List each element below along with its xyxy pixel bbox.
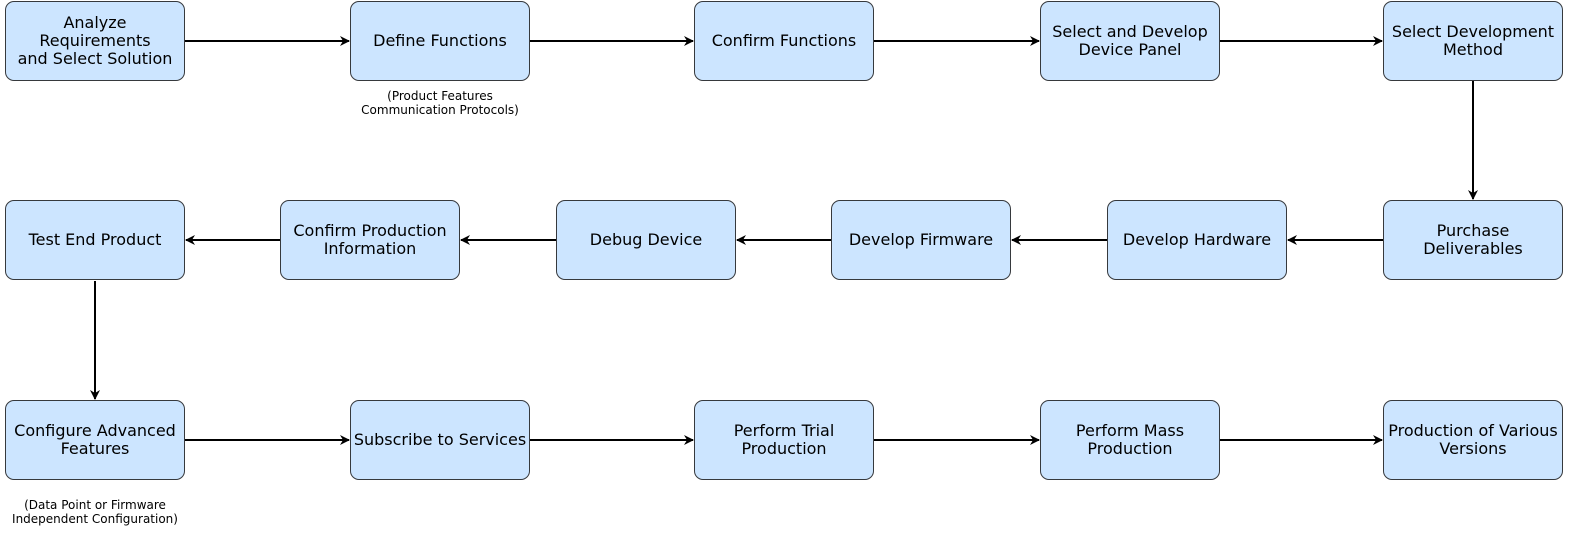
node-label: Debug Device [589, 230, 703, 249]
node-subscribe-services: Subscribe to Services [350, 400, 530, 480]
node-trial-production: Perform Trial Production [694, 400, 874, 480]
node-select-develop-panel: Select and Develop Device Panel [1040, 1, 1220, 81]
node-configure-advanced-features: Configure Advanced Features [5, 400, 185, 480]
node-label: Select Development Method [1391, 22, 1555, 59]
node-label: Confirm Production Information [293, 221, 447, 258]
node-develop-firmware: Develop Firmware [831, 200, 1011, 280]
node-label: Perform Trial Production [733, 421, 835, 458]
node-label: Define Functions [373, 31, 507, 50]
node-label: Production of Various Versions [1388, 421, 1558, 458]
node-label: Develop Hardware [1122, 230, 1272, 249]
node-label: Test End Product [28, 230, 162, 249]
note-configure-advanced: (Data Point or Firmware Independent Conf… [12, 498, 178, 526]
node-debug-device: Debug Device [556, 200, 736, 280]
node-various-versions: Production of Various Versions [1383, 400, 1563, 480]
node-label: Perform Mass Production [1075, 421, 1185, 458]
node-label: Subscribe to Services [353, 430, 527, 449]
node-label: Configure Advanced Features [14, 421, 176, 458]
node-purchase-deliverables: Purchase Deliverables [1383, 200, 1563, 280]
node-test-end-product: Test End Product [5, 200, 185, 280]
node-define-functions: Define Functions [350, 1, 530, 81]
node-label: Select and Develop Device Panel [1052, 22, 1208, 59]
node-select-development-method: Select Development Method [1383, 1, 1563, 81]
node-analyze-requirements: Analyze Requirements and Select Solution [5, 1, 185, 81]
node-develop-hardware: Develop Hardware [1107, 200, 1287, 280]
node-label: Confirm Functions [711, 31, 857, 50]
node-label: Analyze Requirements and Select Solution [17, 13, 173, 68]
note-define-functions: (Product Features Communication Protocol… [361, 89, 519, 117]
node-confirm-production-info: Confirm Production Information [280, 200, 460, 280]
node-label: Purchase Deliverables [1423, 221, 1523, 258]
node-label: Develop Firmware [848, 230, 994, 249]
node-mass-production: Perform Mass Production [1040, 400, 1220, 480]
node-confirm-functions: Confirm Functions [694, 1, 874, 81]
